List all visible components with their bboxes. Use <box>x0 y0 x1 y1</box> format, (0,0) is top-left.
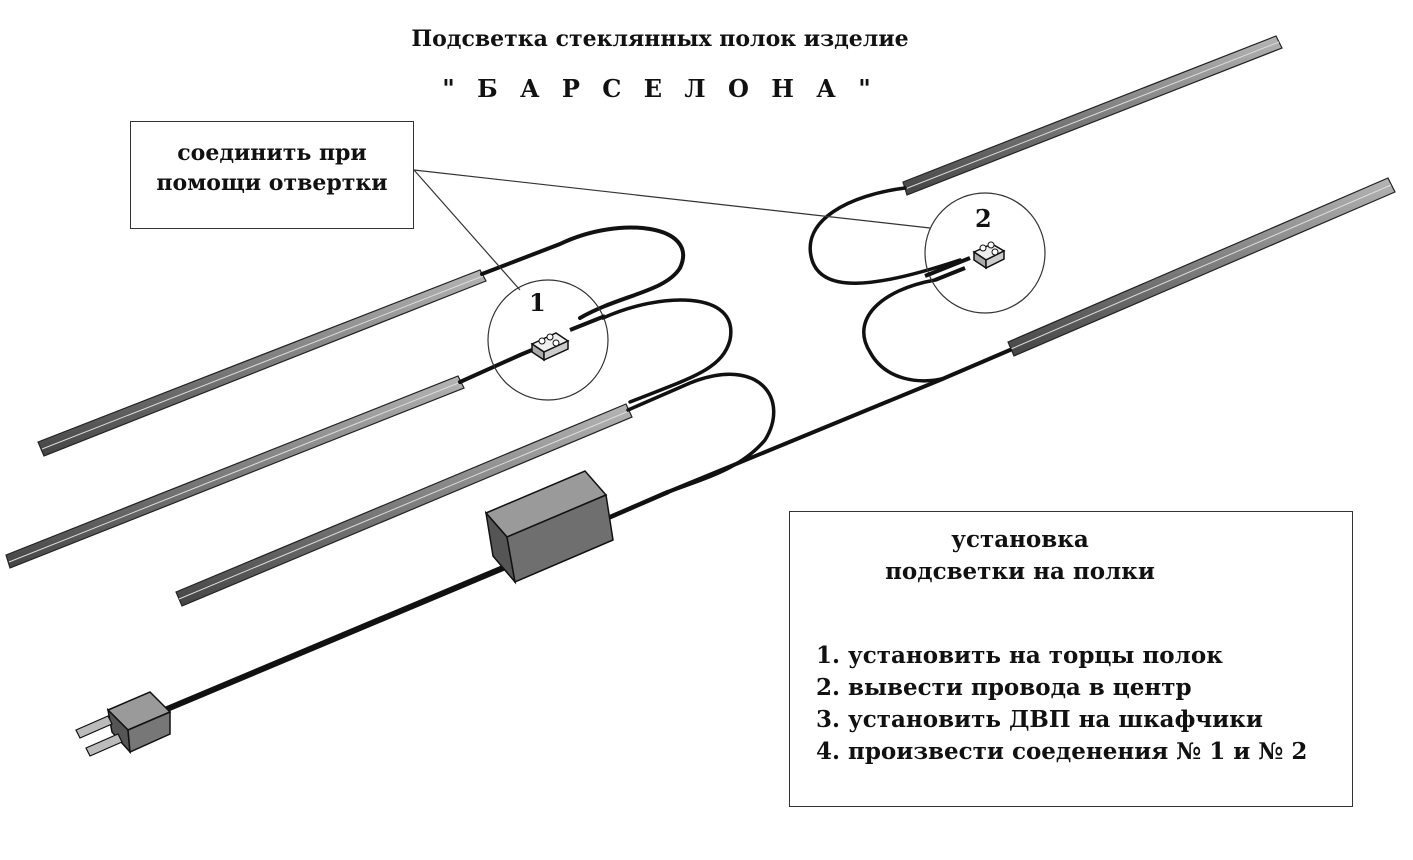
callout-leaders <box>413 169 931 291</box>
connector-2-detail-circle <box>924 192 1046 314</box>
terminal-block-1 <box>519 314 606 362</box>
power-supply-unit <box>484 470 614 585</box>
callout-line-1: соединить при <box>177 140 367 166</box>
instructions-box: установка подсветки на полки 1. установи… <box>789 511 1353 807</box>
callout-box: соединить при помощи отвертки <box>130 121 414 229</box>
led-profile-4 <box>902 35 1283 196</box>
instruction-step-4: 4. произвести соеденения № 1 и № 2 <box>816 738 1308 765</box>
instruction-step-3: 3. установить ДВП на шкафчики <box>816 706 1263 733</box>
instructions-heading-1: установка <box>951 526 1089 553</box>
connector-1-label: 1 <box>529 288 546 317</box>
instruction-step-2: 2. вывести провода в центр <box>816 674 1192 701</box>
led-profile-5 <box>1007 177 1396 357</box>
led-profile-2 <box>5 375 465 569</box>
diagram-title: Подсветка стеклянных полок изделие <box>411 26 909 52</box>
connector-2-label: 2 <box>975 204 992 233</box>
power-plug <box>75 691 172 757</box>
instruction-step-1: 1. установить на торцы полок <box>816 642 1223 669</box>
terminal-block-2 <box>924 241 1006 282</box>
callout-line-2: помощи отвертки <box>156 170 388 196</box>
connector-1-detail-circle <box>487 279 609 401</box>
wires <box>157 186 1012 715</box>
led-profile-3 <box>175 403 633 607</box>
product-name: " Б А Р С Е Л О Н А " <box>442 74 878 103</box>
instructions-list: 1. установить на торцы полок 2. вывести … <box>816 640 1307 768</box>
led-profile-1 <box>37 269 487 457</box>
instructions-heading-2: подсветки на полки <box>885 558 1155 585</box>
